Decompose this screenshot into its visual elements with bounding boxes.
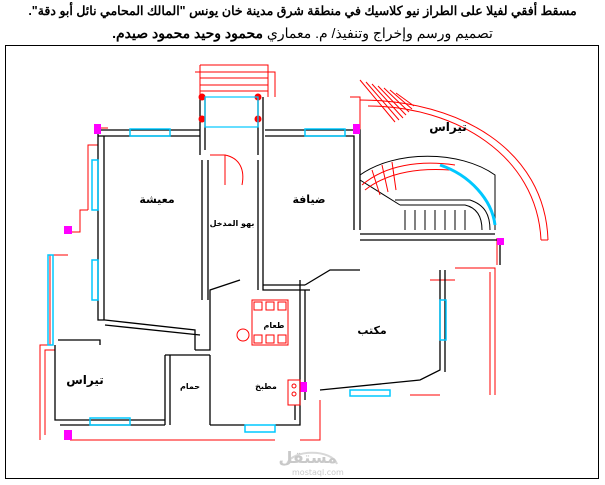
watermark-name: مستقل <box>278 448 337 467</box>
kitchen-counter <box>287 379 301 406</box>
spiral-stair <box>359 155 496 231</box>
stair-window-arc <box>439 163 497 226</box>
watermark-url: mostaql.com <box>292 468 344 477</box>
windows <box>47 128 447 433</box>
credit-prefix: تصميم ورسم وإخراج وتنفيذ/ م. معماري <box>263 25 493 41</box>
room-label-office: مكتب <box>357 324 386 337</box>
room-label-guest: ضيافة <box>292 193 325 206</box>
room-label-kitchen: مطبخ <box>255 382 277 391</box>
dining-table <box>236 299 289 346</box>
room-label-entrance: بهو المدخل <box>210 219 255 228</box>
room-label-terrace-top: تيراس <box>429 120 467 134</box>
drawing-title: مسقط أفقي لفيلا على الطراز نيو كلاسيك في… <box>28 4 577 18</box>
pillars <box>64 124 504 440</box>
entrance-steps <box>200 77 268 92</box>
plan-frame <box>5 45 599 479</box>
spiral-stair-red <box>361 161 456 196</box>
designer-name: محمود وحيد محمود صيدم. <box>112 25 263 41</box>
designer-credit: تصميم ورسم وإخراج وتنفيذ/ م. معماري محمو… <box>0 25 605 42</box>
room-label-dining: طعام <box>264 321 285 330</box>
staircase-top <box>359 79 415 123</box>
mostaql-logo <box>286 451 338 465</box>
walls <box>54 97 501 426</box>
red-outline <box>39 64 549 441</box>
room-label-living: معيشة <box>139 193 174 206</box>
room-label-terrace-left: تيراس <box>66 373 104 387</box>
entrance-columns <box>198 93 262 123</box>
room-label-bathroom: حمام <box>180 382 200 391</box>
entrance-porch <box>204 96 259 128</box>
entrance-door <box>210 154 244 186</box>
